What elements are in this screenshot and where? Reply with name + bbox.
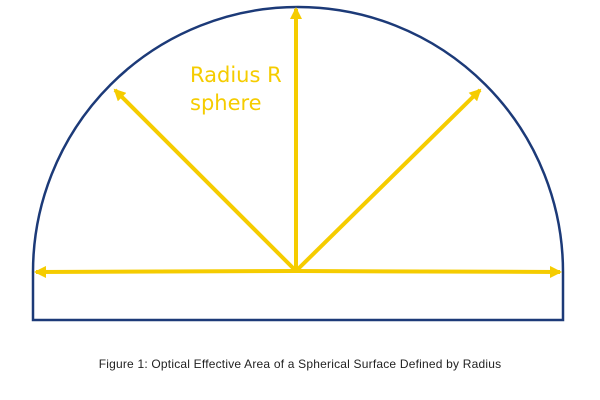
radius-arrow-upper-left: [113, 88, 298, 273]
radius-arrow-upper-right: [294, 88, 482, 273]
radius-label-line-1: Radius R: [190, 63, 282, 87]
hemisphere-outline: [31, 5, 565, 322]
radius-label-line-2: sphere: [190, 91, 262, 115]
figure-caption: Figure 1: Optical Effective Area of a Sp…: [98, 357, 502, 371]
radius-arrow-left: [34, 265, 297, 278]
radius-arrow-right: [295, 265, 562, 278]
